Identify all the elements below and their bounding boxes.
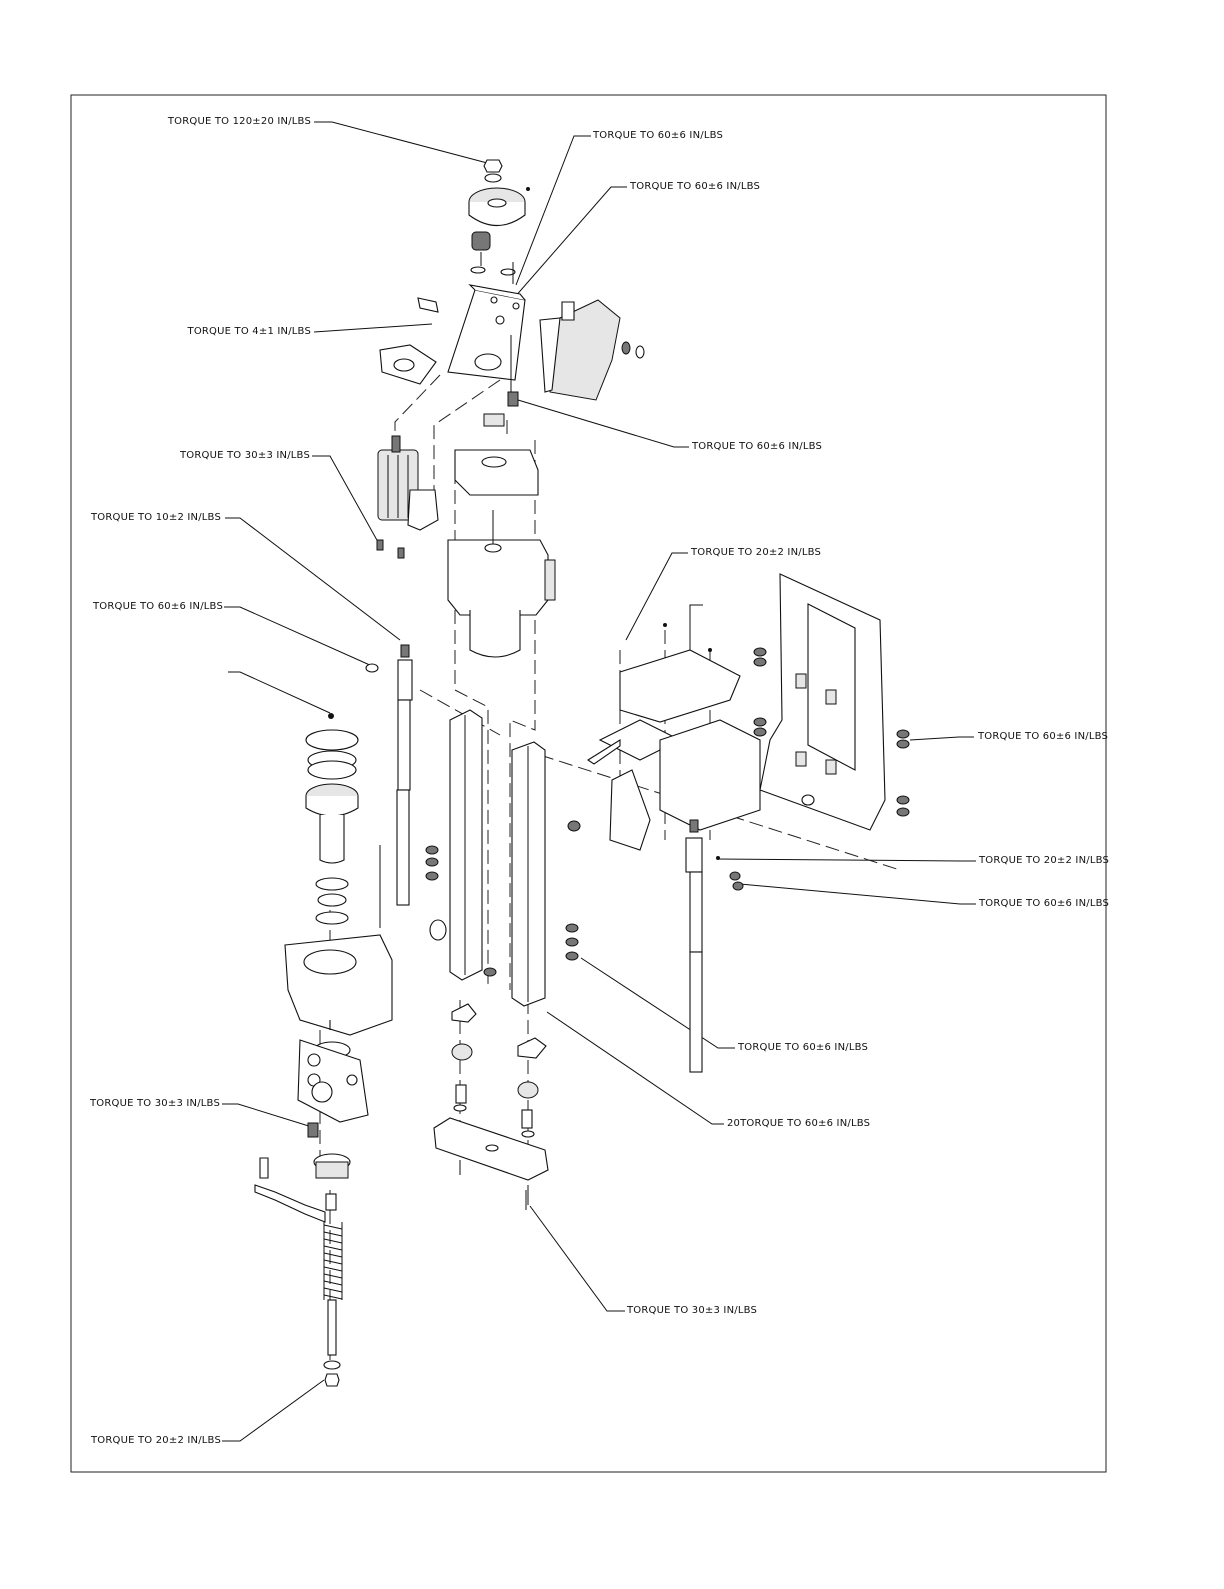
torque-callout: TORQUE TO 30±3 IN/LBS (627, 1305, 758, 1316)
torque-callout: TORQUE TO 60±6 IN/LBS (738, 1042, 869, 1053)
torque-callout: TORQUE TO 60±6 IN/LBS (92, 601, 223, 612)
drive-motor (447, 449, 556, 658)
piston-assembly (305, 713, 381, 928)
bearing-stack (483, 335, 519, 427)
motor-pulley-group (468, 159, 530, 284)
housing-cover (539, 299, 645, 401)
lower-bracket (297, 1039, 369, 1138)
upper-guide-rod (365, 644, 413, 906)
torque-callout: TORQUE TO 10±2 IN/LBS (90, 512, 221, 523)
spring-assembly (254, 1153, 351, 1387)
right-frame (753, 573, 910, 831)
head-block (284, 934, 393, 1059)
carriage-assembly (567, 623, 761, 851)
stepper-motor (376, 435, 439, 559)
coil-spring (323, 1222, 343, 1300)
torque-callout: TORQUE TO 20±2 IN/LBS (979, 855, 1110, 866)
right-guide-rod (685, 819, 744, 1073)
torque-callout: TORQUE TO 20±2 IN/LBS (691, 547, 822, 558)
torque-callout: 20TORQUE TO 60±6 IN/LBS (727, 1118, 871, 1129)
torque-callout: TORQUE TO 60±6 IN/LBS (978, 731, 1109, 742)
torque-callout: TORQUE TO 30±3 IN/LBS (89, 1098, 220, 1109)
torque-callout: TORQUE TO 20±2 IN/LBS (90, 1435, 221, 1446)
torque-callout: TORQUE TO 60±6 IN/LBS (979, 898, 1110, 909)
torque-callout: TORQUE TO 4±1 IN/LBS (187, 326, 311, 337)
mounting-plate (379, 284, 526, 385)
guide-rails (425, 709, 579, 1007)
drawing-border (70, 94, 1107, 1473)
torque-callout: TORQUE TO 60±6 IN/LBS (692, 441, 823, 452)
leader-lines (222, 121, 976, 1442)
torque-callout: TORQUE TO 60±6 IN/LBS (630, 181, 761, 192)
base-plate (433, 1003, 549, 1205)
torque-callout: TORQUE TO 120±20 IN/LBS (167, 116, 311, 127)
torque-callout: TORQUE TO 30±3 IN/LBS (179, 450, 310, 461)
torque-callout: TORQUE TO 60±6 IN/LBS (593, 130, 724, 141)
